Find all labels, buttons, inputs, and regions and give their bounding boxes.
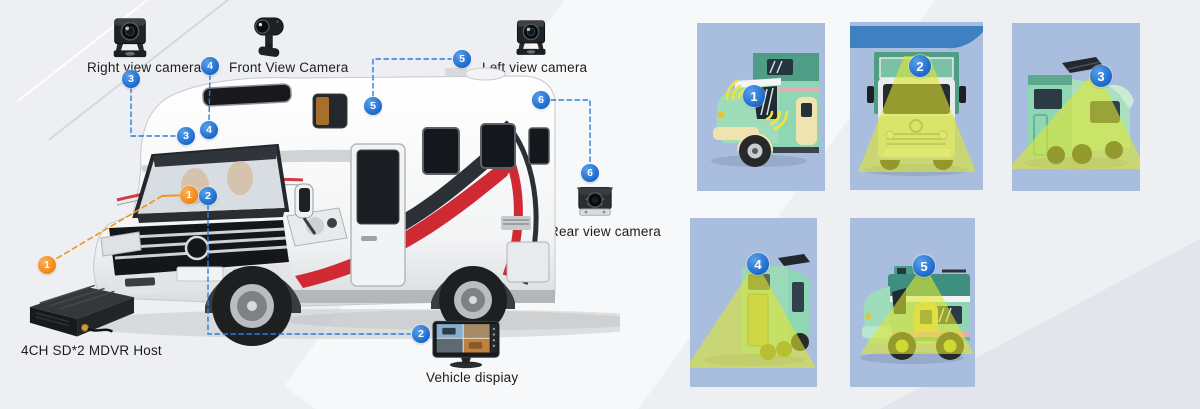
marker-3-vehicle: 3 xyxy=(177,127,195,145)
marker-3-label: 3 xyxy=(122,70,140,88)
panel-number: 5 xyxy=(920,258,928,274)
panel-number: 1 xyxy=(750,88,758,104)
panel-number: 3 xyxy=(1097,68,1105,84)
marker-1-host: 1 xyxy=(38,256,56,274)
marker-number: 2 xyxy=(205,190,211,202)
mdvr-host-label: 4CH SD*2 MDVR Host xyxy=(21,343,162,358)
marker-2-display: 2 xyxy=(412,325,430,343)
marker-4-vehicle: 4 xyxy=(200,121,218,139)
front-view-camera-icon xyxy=(254,17,284,57)
marker-1-windshield: 1 xyxy=(180,186,198,204)
panel-number: 4 xyxy=(754,256,762,272)
camera-view-panel-4: 4 xyxy=(690,218,817,387)
marker-number: 4 xyxy=(206,124,212,136)
marker-number: 1 xyxy=(186,189,192,201)
marker-number: 5 xyxy=(370,100,376,112)
camera-view-panel-2: 2 xyxy=(850,22,983,190)
panel-2-illustration xyxy=(850,26,983,176)
marker-6-vehicle: 6 xyxy=(532,91,550,109)
panel-5-badge: 5 xyxy=(913,255,935,277)
marker-number: 6 xyxy=(587,167,593,179)
panel-number: 2 xyxy=(916,58,924,74)
marker-5-vehicle: 5 xyxy=(364,97,382,115)
marker-number: 6 xyxy=(538,94,544,106)
panel-1-badge: 1 xyxy=(743,85,765,107)
camera-view-panel-3: 3 xyxy=(1012,23,1140,191)
marker-2-windshield: 2 xyxy=(199,187,217,205)
panel-4-badge: 4 xyxy=(747,253,769,275)
marker-number: 3 xyxy=(128,73,134,85)
camera-view-panel-5: 5 xyxy=(850,218,975,387)
marker-6-camera: 6 xyxy=(581,164,599,182)
right-view-camera-label: Right view camera xyxy=(87,60,202,75)
camera-view-panel-1: 1 xyxy=(697,23,825,191)
marker-number: 3 xyxy=(183,130,189,142)
marker-number: 2 xyxy=(418,328,424,340)
vehicle-display-label: Vehicle dispiay xyxy=(426,370,519,385)
mdvr-host-image xyxy=(29,284,135,337)
marker-number: 4 xyxy=(207,60,213,72)
panel-5-illustration xyxy=(860,264,974,364)
left-view-camera-label: Left view camera xyxy=(482,60,588,75)
rear-view-camera-label: Rear view camera xyxy=(549,224,661,239)
marker-4-label: 4 xyxy=(201,57,219,75)
marker-5-label: 5 xyxy=(453,50,471,68)
panel-3-illustration xyxy=(1012,57,1140,169)
panel-4-illustration xyxy=(690,254,816,368)
marker-number: 1 xyxy=(44,259,50,271)
panel-2-badge: 2 xyxy=(909,55,931,77)
front-view-camera-label: Front View Camera xyxy=(229,60,349,75)
panel-3-badge: 3 xyxy=(1090,65,1112,87)
marker-number: 5 xyxy=(459,53,465,65)
